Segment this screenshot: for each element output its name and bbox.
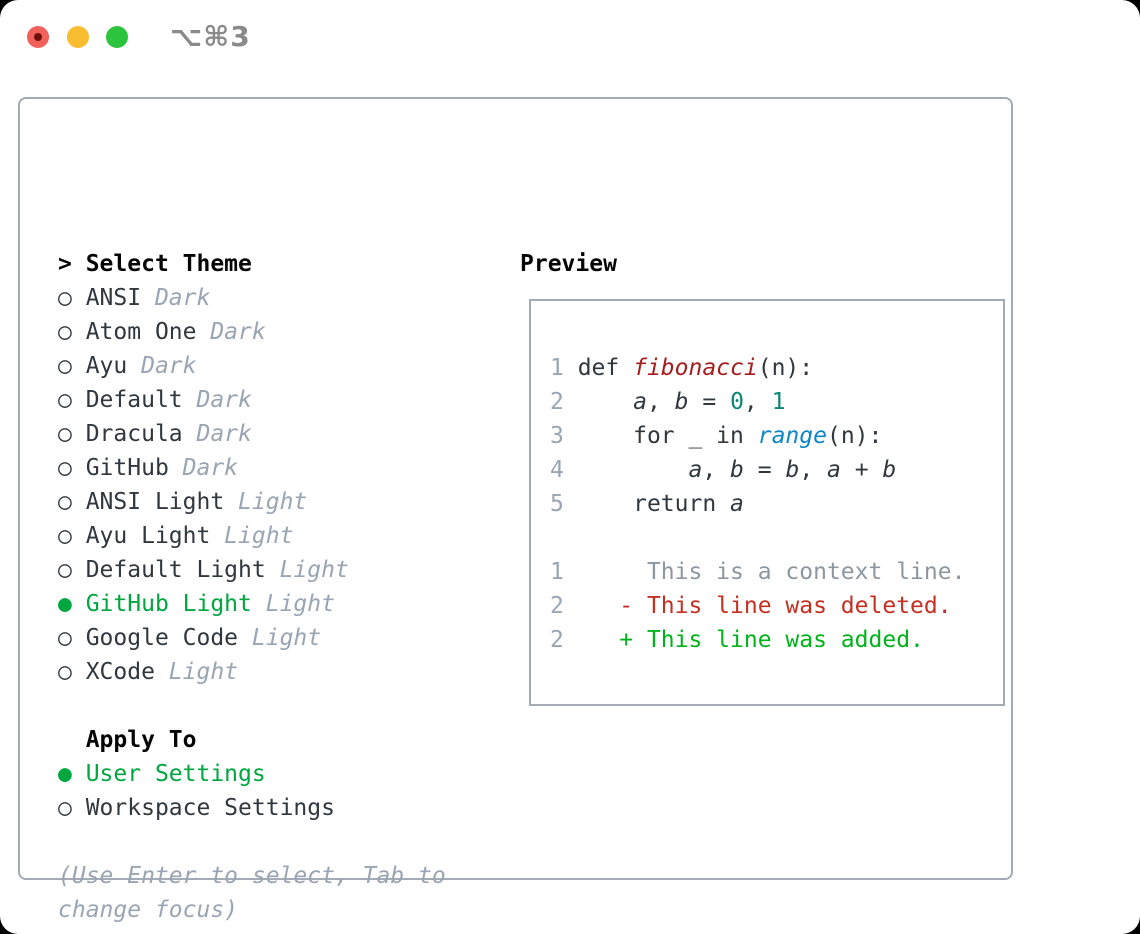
theme-variant-label: Light <box>265 557 349 583</box>
theme-variant-label: Light <box>224 489 308 515</box>
radio-icon: ○ <box>58 421 86 447</box>
preview-box: 1 def fibonacci(n): 2 a, b = 0, 1 3 for _ … <box>529 299 1005 706</box>
theme-variant-label: Light <box>210 523 294 549</box>
radio-icon: ○ <box>58 557 86 583</box>
keyboard-hint: (Use Enter to select, Tab to change focus… <box>58 859 446 927</box>
line-number: 2 <box>550 593 578 619</box>
theme-name: XCode <box>85 659 155 685</box>
radio-icon: ○ <box>58 625 86 651</box>
radio-icon: ○ <box>58 523 86 549</box>
preview-line: 2 + This line was added. <box>550 627 924 653</box>
titlebar: ⌥⌘3 <box>0 0 1140 74</box>
theme-variant-label: Light <box>238 625 322 651</box>
theme-name: ANSI Light <box>85 489 225 515</box>
theme-option-dracula[interactable]: ○ Dracula Dark <box>58 417 349 451</box>
window-title: ⌥⌘3 <box>170 20 251 53</box>
zoom-button[interactable] <box>106 26 128 48</box>
theme-list: > Select Theme○ ANSI Dark○ Atom One Dark… <box>58 247 349 689</box>
theme-name: Default <box>85 387 183 413</box>
apply-option-label: Workspace Settings <box>85 795 335 821</box>
line-number: 2 <box>550 627 578 653</box>
prompt-icon: > <box>58 251 86 277</box>
theme-option-xcode[interactable]: ○ XCode Light <box>58 655 349 689</box>
preview-line: 5 return a <box>550 491 744 517</box>
theme-variant-label: Dark <box>127 353 197 379</box>
close-button[interactable] <box>27 26 49 48</box>
theme-option-google-code[interactable]: ○ Google Code Light <box>58 621 349 655</box>
preview-line: 3 for _ in range(n): <box>550 423 883 449</box>
theme-option-ansi-light[interactable]: ○ ANSI Light Light <box>58 485 349 519</box>
apply-option-workspace-settings[interactable]: ○ Workspace Settings <box>58 791 335 825</box>
apply-to-title: Apply To <box>58 727 197 753</box>
preview-line: 1 def fibonacci(n): <box>550 355 814 381</box>
theme-option-ayu-light[interactable]: ○ Ayu Light Light <box>58 519 349 553</box>
radio-icon: ○ <box>58 353 86 379</box>
theme-option-github-light[interactable]: ● GitHub Light Light <box>58 587 349 621</box>
radio-icon: ○ <box>58 387 86 413</box>
theme-list-header: > Select Theme <box>58 247 349 281</box>
theme-list-title: Select Theme <box>85 251 252 277</box>
theme-name: Google Code <box>85 625 239 651</box>
line-number: 4 <box>550 457 578 483</box>
theme-variant-label: Dark <box>141 285 211 311</box>
theme-name: Atom One <box>85 319 197 345</box>
theme-option-atom-one[interactable]: ○ Atom One Dark <box>58 315 349 349</box>
radio-icon: ○ <box>58 285 86 311</box>
line-number: 5 <box>550 491 578 517</box>
radio-icon: ○ <box>58 319 86 345</box>
hint-line-2: change focus) <box>58 897 239 923</box>
theme-variant-label: Dark <box>182 421 252 447</box>
theme-option-default-light[interactable]: ○ Default Light Light <box>58 553 349 587</box>
radio-selected-icon: ● <box>58 591 86 617</box>
theme-name: Dracula <box>85 421 183 447</box>
preview-code: 1 def fibonacci(n): 2 a, b = 0, 1 3 for _ … <box>550 351 1003 657</box>
theme-variant-label: Light <box>154 659 239 685</box>
hint-line-1: (Use Enter to select, Tab to <box>58 863 446 889</box>
radio-icon: ○ <box>58 489 86 515</box>
preview-line: 2 a, b = 0, 1 <box>550 389 786 415</box>
preview-line <box>550 521 1003 555</box>
theme-picker-panel: > Select Theme○ ANSI Dark○ Atom One Dark… <box>18 97 1013 923</box>
line-number: 1 <box>550 559 578 585</box>
apply-to-list: Apply To● User Settings○ Workspace Setti… <box>58 723 335 825</box>
preview-header: Preview <box>520 251 617 277</box>
radio-icon: ○ <box>58 455 86 481</box>
theme-option-default[interactable]: ○ Default Dark <box>58 383 349 417</box>
radio-selected-icon: ● <box>58 761 86 787</box>
line-number: 2 <box>550 389 578 415</box>
theme-option-ansi[interactable]: ○ ANSI Dark <box>58 281 349 315</box>
apply-to-header: Apply To <box>58 723 335 757</box>
line-number: 3 <box>550 423 578 449</box>
theme-option-ayu[interactable]: ○ Ayu Dark <box>58 349 349 383</box>
theme-variant-label: Dark <box>182 387 252 413</box>
preview-line: 4 a, b = b, a + b <box>550 457 897 483</box>
preview-line: 2 - This line was deleted. <box>550 593 952 619</box>
theme-option-github[interactable]: ○ GitHub Dark <box>58 451 349 485</box>
line-number: 1 <box>550 355 578 381</box>
preview-line: 1 This is a context line. <box>550 559 966 585</box>
apply-option-user-settings[interactable]: ● User Settings <box>58 757 335 791</box>
theme-name: GitHub <box>85 455 169 481</box>
theme-name: Ayu <box>85 353 128 379</box>
theme-name: GitHub Light <box>85 591 252 617</box>
theme-name: Default Light <box>85 557 266 583</box>
theme-name: ANSI <box>85 285 142 311</box>
theme-variant-label: Dark <box>168 455 239 481</box>
radio-icon: ○ <box>58 659 86 685</box>
theme-name: Ayu Light <box>85 523 211 549</box>
radio-icon: ○ <box>58 795 86 821</box>
minimize-button[interactable] <box>67 26 89 48</box>
theme-variant-label: Light <box>251 591 335 617</box>
apply-option-label: User Settings <box>85 761 266 787</box>
theme-variant-label: Dark <box>196 319 266 345</box>
